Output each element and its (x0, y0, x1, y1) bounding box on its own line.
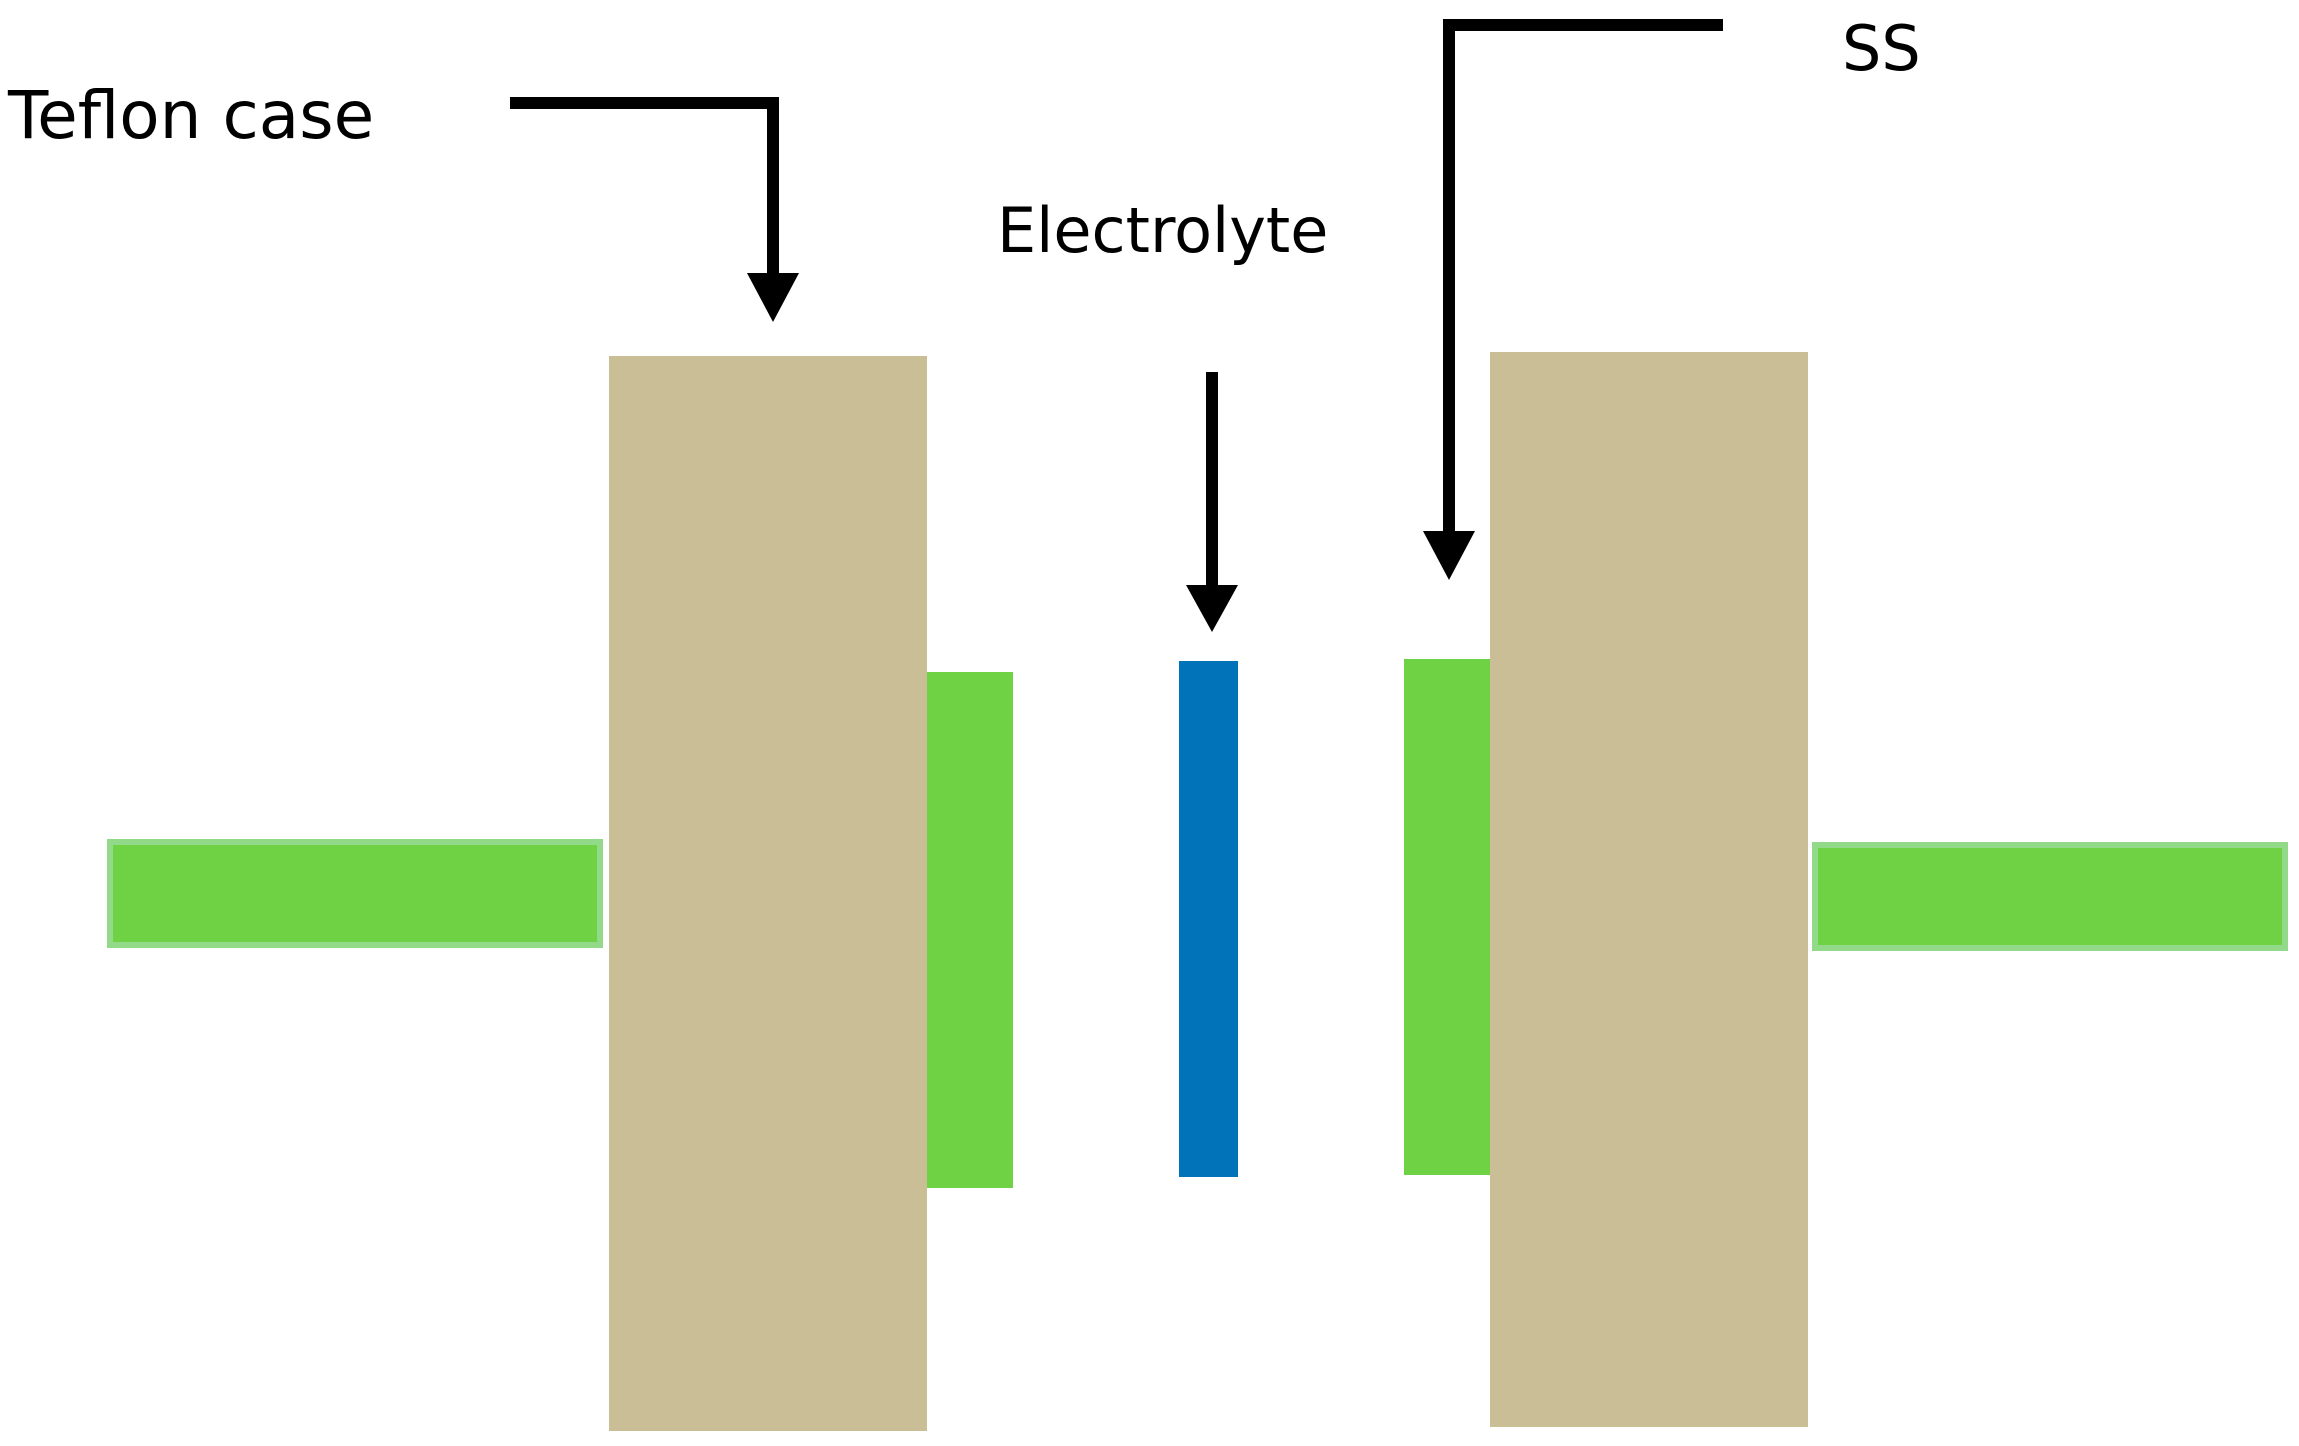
right-ss-rod (1812, 842, 2288, 951)
left-ss-electrode (927, 672, 1013, 1188)
electrolyte-arrow (1186, 372, 1238, 632)
electrolyte-layer (1179, 661, 1238, 1177)
teflon-case-label: Teflon case (7, 77, 374, 154)
right-ss-electrode (1404, 659, 1490, 1175)
left-ss-rod (107, 839, 603, 948)
right-teflon-case (1490, 352, 1808, 1427)
ss-label: SS (1842, 12, 1921, 85)
electrolyte-label: Electrolyte (997, 194, 1328, 267)
teflon-case-arrow (510, 97, 799, 322)
left-teflon-case (609, 356, 927, 1431)
ss-arrow (1423, 19, 1723, 580)
